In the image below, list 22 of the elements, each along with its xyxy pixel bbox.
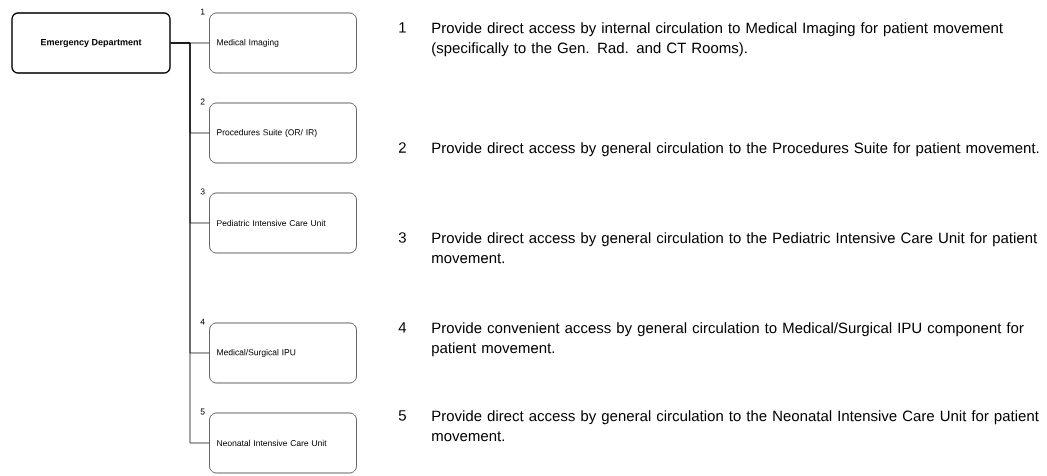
- unit-box: Procedures Suite (OR/ IR): [209, 102, 357, 164]
- unit-box: Neonatal Intensive Care Unit: [209, 412, 357, 474]
- unit-box: Medical Imaging: [209, 12, 357, 74]
- item-number: 1: [399, 22, 406, 33]
- requirement-text: Provide direct access by general circulation to the Procedures Suite for patient movement.: [432, 142, 1039, 157]
- item-number: 3: [398, 232, 406, 243]
- unit-box: Medical/Surgical IPU: [209, 322, 357, 384]
- callout-number: 2: [200, 98, 205, 105]
- callout-number: 3: [200, 188, 205, 195]
- item-number: 2: [398, 142, 406, 153]
- connector-line: [170, 42, 210, 444]
- requirement-text: Provide direct access by internal circulation to Medical Imaging for patient movement (specifically to the Gen. Rad. and CT Rooms).: [432, 22, 1003, 57]
- item-number: 4: [398, 322, 407, 333]
- callout-number: 4: [200, 318, 205, 325]
- callout-number: 5: [200, 408, 205, 415]
- department-box: Emergency Department: [11, 12, 171, 74]
- callout-number: 1: [200, 8, 205, 15]
- requirement-text: Provide direct access by general circulation to the Pediatric Intensive Care Unit for patient movement.: [432, 232, 1038, 264]
- requirement-text: Provide convenient access by general circulation to Medical/Surgical IPU component for patient movement.: [432, 322, 1024, 357]
- item-number: 5: [398, 410, 406, 421]
- unit-box: Pediatric Intensive Care Unit: [209, 192, 357, 254]
- requirement-text: Provide direct access by general circulation to the Neonatal Intensive Care Unit for patient movement.: [432, 410, 1039, 442]
